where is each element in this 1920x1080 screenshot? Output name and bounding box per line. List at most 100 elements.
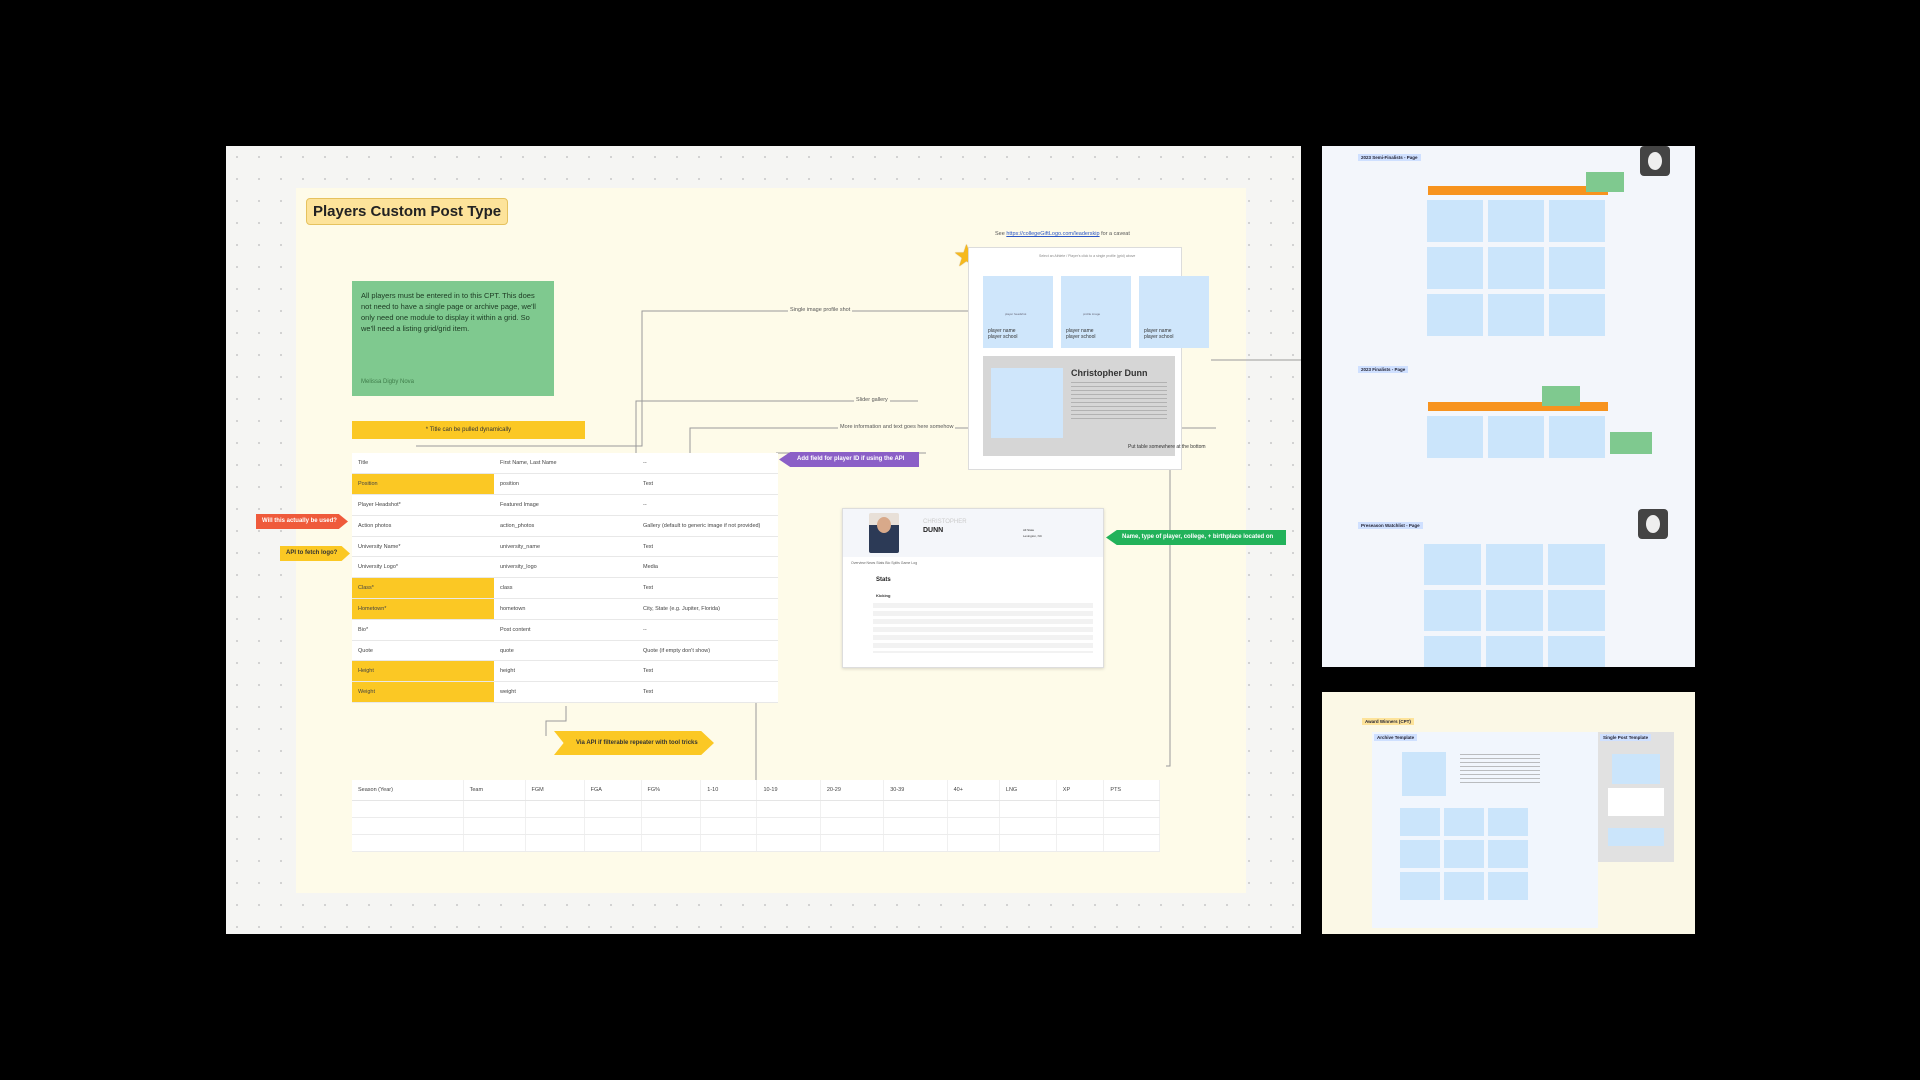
field-key[interactable]: quote [494, 640, 637, 662]
stats-cell[interactable] [641, 817, 702, 835]
green-sticky[interactable] [1586, 172, 1624, 192]
link-note[interactable]: See https://collegeGiftLogo.com/leadersk… [995, 231, 1130, 237]
sticky-note-requirements[interactable]: All players must be entered in to this C… [352, 281, 554, 396]
stats-cell[interactable] [756, 817, 821, 835]
field-name[interactable]: University Name* [352, 536, 494, 558]
stats-cell[interactable] [463, 817, 526, 835]
field-type[interactable]: -- [637, 453, 778, 475]
stats-cell[interactable] [463, 834, 526, 852]
tag-used-question[interactable]: Will this actually be used? [256, 514, 348, 529]
stats-cell[interactable] [883, 834, 948, 852]
stats-column-header[interactable]: FGM [525, 780, 585, 801]
stats-row[interactable] [352, 834, 1160, 852]
field-key[interactable]: class [494, 577, 637, 600]
tag-name-location[interactable]: Name, type of player, college, + birthpl… [1106, 530, 1286, 545]
field-type[interactable]: Text [637, 536, 778, 558]
field-key[interactable]: Featured Image [494, 494, 637, 516]
green-sticky[interactable] [1610, 432, 1652, 454]
field-row[interactable]: Bio*Post content-- [352, 619, 778, 641]
field-key[interactable]: weight [494, 681, 637, 704]
title-note-bar[interactable]: * Title can be pulled dynamically [352, 421, 585, 439]
field-type[interactable]: Quote (if empty don't show) [637, 640, 778, 662]
stats-cell[interactable] [999, 817, 1057, 835]
finalists-title[interactable]: 2023 Finalists - Page [1358, 366, 1409, 373]
stats-column-header[interactable]: 1-10 [700, 780, 758, 801]
stats-column-header[interactable]: Season (Year) [352, 780, 464, 801]
stats-cell[interactable] [584, 800, 642, 818]
field-name[interactable]: Hometown* [352, 598, 494, 620]
field-type[interactable]: -- [637, 619, 778, 641]
wireframe-mock[interactable]: Select an Athlete / Player's click to a … [968, 247, 1209, 470]
stats-cell[interactable] [1056, 817, 1105, 835]
field-name[interactable]: Position [352, 473, 494, 496]
stats-cell[interactable] [1103, 834, 1160, 852]
field-name[interactable]: Quote [352, 640, 494, 662]
stats-column-header[interactable]: LNG [999, 780, 1057, 801]
stats-cell[interactable] [947, 800, 1000, 818]
stats-cell[interactable] [641, 800, 702, 818]
stats-column-header[interactable]: FG% [641, 780, 702, 801]
stats-column-header[interactable]: Team [463, 780, 526, 801]
semi-finalists-title[interactable]: 2023 Semi-Finalists - Page [1358, 154, 1421, 161]
stats-cell[interactable] [820, 800, 885, 818]
side-board-pages[interactable]: 2023 Semi-Finalists - Page 2023 Finalist… [1322, 146, 1695, 667]
stats-cell[interactable] [883, 817, 948, 835]
stats-cell[interactable] [820, 834, 885, 852]
field-key[interactable]: First Name, Last Name [494, 453, 637, 475]
green-sticky[interactable] [1542, 386, 1580, 406]
field-key[interactable]: height [494, 660, 637, 683]
field-key[interactable]: university_logo [494, 556, 637, 579]
stats-cell[interactable] [756, 834, 821, 852]
stats-column-header[interactable]: FGA [584, 780, 642, 801]
field-key[interactable]: university_name [494, 536, 637, 558]
field-key[interactable]: action_photos [494, 515, 637, 537]
field-name[interactable]: Title [352, 453, 494, 475]
stats-cell[interactable] [1056, 834, 1105, 852]
stats-cell[interactable] [999, 834, 1057, 852]
stats-cell[interactable] [700, 817, 758, 835]
stats-column-header[interactable]: XP [1056, 780, 1105, 801]
archive-template-frame[interactable]: Archive Template [1372, 732, 1598, 928]
stats-cell[interactable] [1103, 800, 1160, 818]
preseason-title[interactable]: Preseason Watchlist - Page [1358, 522, 1423, 529]
stats-row[interactable] [352, 800, 1160, 818]
field-name[interactable]: Action photos [352, 515, 494, 537]
stats-cell[interactable] [525, 834, 585, 852]
field-name[interactable]: Player Headshot* [352, 494, 494, 516]
stats-cell[interactable] [700, 834, 758, 852]
stats-row[interactable] [352, 817, 1160, 835]
stats-cell[interactable] [756, 800, 821, 818]
stats-cell[interactable] [463, 800, 526, 818]
stats-cell[interactable] [883, 800, 948, 818]
field-key[interactable]: hometown [494, 598, 637, 620]
side-board-award-winners[interactable]: Award Winners (CPT) Archive Template Sin… [1322, 692, 1695, 934]
field-type[interactable]: Text [637, 473, 778, 496]
stats-cell[interactable] [584, 834, 642, 852]
field-type[interactable]: Media [637, 556, 778, 579]
field-name[interactable]: Class* [352, 577, 494, 600]
stats-cell[interactable] [999, 800, 1057, 818]
single-template-frame[interactable]: Single Post Template [1598, 732, 1674, 862]
stats-cell[interactable] [947, 834, 1000, 852]
tag-api-logo[interactable]: API to fetch logo? [280, 546, 350, 561]
stats-cell[interactable] [352, 817, 464, 835]
field-type[interactable]: Text [637, 577, 778, 600]
stats-cell[interactable] [525, 817, 585, 835]
field-type[interactable]: Gallery (default to generic image if not… [637, 515, 778, 537]
field-type[interactable]: -- [637, 494, 778, 516]
mock-detail-panel[interactable]: Christopher Dunn Put table somewhere at … [983, 356, 1206, 456]
stats-cell[interactable] [947, 817, 1000, 835]
